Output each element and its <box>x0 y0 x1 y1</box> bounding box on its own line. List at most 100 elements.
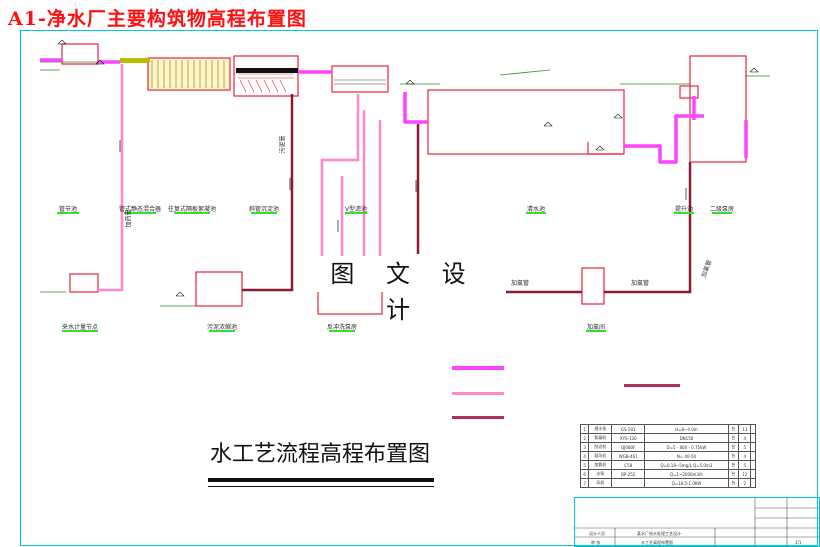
equipment-cell: DN150 <box>644 433 729 443</box>
subtitle-underline <box>208 478 434 482</box>
reviewer-label: 审 核 <box>591 540 601 545</box>
equipment-cell: 絮凝机 <box>588 433 613 443</box>
label-flocculation-tank: 往复式隔板絮凝池 <box>167 206 217 213</box>
distribution-well <box>61 43 99 65</box>
level-mark <box>57 212 79 214</box>
equipment-cell: 水泵 <box>588 469 613 479</box>
label-sedimentation-tank: 斜管沉淀池 <box>248 206 280 213</box>
v-filter <box>331 65 389 93</box>
pipe-label: 污泥管 <box>279 135 287 154</box>
label-pump-station: 二级泵房 <box>709 206 735 213</box>
level-mark <box>586 330 606 332</box>
designer-label: 设计人员 <box>589 531 605 536</box>
level-mark <box>174 212 210 214</box>
level-mark <box>329 330 355 332</box>
level-mark <box>124 212 156 214</box>
lift-well <box>679 85 699 99</box>
watermark: 图 文 设 计 <box>316 256 492 324</box>
pipe-label: 加氯管 <box>510 280 530 287</box>
drawing-title: A1-净水厂主要构筑物高程布置图 <box>8 8 307 30</box>
equipment-cell: GS-501 <box>611 424 646 434</box>
equipment-cell: 4 <box>738 433 752 443</box>
equipment-cell: 台 <box>727 460 740 470</box>
label-backwash-pump-room: 反冲洗泵房 <box>326 324 358 331</box>
equipment-cell <box>750 442 756 452</box>
flocculation-tank <box>147 57 231 91</box>
level-mark <box>209 330 235 332</box>
sheet-number: 1/1 <box>795 540 802 545</box>
label-chlorination-house: 加氯间 <box>586 324 606 331</box>
clear-water-tank <box>427 89 625 155</box>
equipment-cell: Q=1~2000m3/h <box>644 469 729 479</box>
water-main-pipes <box>40 58 748 164</box>
drawing-subtitle: 水工艺流程高程布置图 <box>210 442 431 467</box>
equipment-cell: 7 <box>579 478 590 488</box>
pipe-label: 加氯管 <box>630 280 650 287</box>
equipment-cell <box>750 451 756 461</box>
sludge-tank <box>195 271 243 307</box>
equipment-cell: 1 <box>579 424 590 434</box>
label-lift-well: 提升池 <box>674 206 694 213</box>
equipment-cell: 风机 <box>588 478 613 488</box>
structures <box>61 43 747 315</box>
legend-light-pipe <box>452 392 504 395</box>
label-static-mixer: 管式静态混合器 <box>118 206 162 213</box>
label-v-filter: V型滤池 <box>344 206 368 213</box>
equipment-cell: Q=0.18~5mg/L Q=5.0m3 <box>644 460 729 470</box>
equipment-cell <box>611 478 646 488</box>
equipment-cell: 鼓风机 <box>588 451 613 461</box>
equipment-cell: 5 <box>738 460 752 470</box>
label-sludge-tank: 污泥浓缩池 <box>206 324 238 331</box>
pump-station <box>689 55 747 163</box>
equipment-cell: Q=18.5-1.0KW <box>644 478 729 488</box>
legend-water-pipe <box>452 366 504 370</box>
equipment-cell: 2 <box>579 433 590 443</box>
equipment-cell: 4 <box>738 451 752 461</box>
equipment-cell: 台 <box>727 442 740 452</box>
elevation-markers <box>57 39 759 297</box>
equipment-cell: 刮泥机 <box>588 442 613 452</box>
equipment-cell: 台 <box>727 424 740 434</box>
title-block: 设计人员 某水厂给水处理工艺设计 审 核 水工艺高程布置图 1/1 <box>574 497 820 547</box>
equipment-cell: XYS-130 <box>611 433 646 443</box>
level-mark <box>674 212 694 214</box>
equipment-cell <box>750 469 756 479</box>
equipment-cell: H=8~4.0m <box>644 424 729 434</box>
equipment-cell <box>750 478 756 488</box>
level-mark <box>712 212 732 214</box>
equipment-cell: 2 <box>738 478 752 488</box>
equipment-cell: 台 <box>727 433 740 443</box>
metering-chamber <box>69 273 99 293</box>
equipment-cell: N= 40-50 <box>644 451 729 461</box>
equipment-cell: QJ080F <box>611 442 646 452</box>
equipment-cell: 加氯机 <box>588 460 613 470</box>
equipment-cell: 潜水泵 <box>588 424 613 434</box>
equipment-cell: D=5 - 800 - 0.75kW <box>644 442 729 452</box>
equipment-cell: 台 <box>727 478 740 488</box>
equipment-cell <box>750 433 756 443</box>
light-pipes <box>98 64 382 292</box>
level-mark <box>62 330 98 332</box>
flow-arrows <box>119 140 687 232</box>
level-mark <box>526 212 546 214</box>
filter-media <box>334 79 386 85</box>
equipment-cell: 5 <box>579 460 590 470</box>
level-mark <box>345 212 367 214</box>
equipment-cell <box>750 424 756 434</box>
drawing-frame <box>20 30 818 546</box>
title-block-grid <box>575 498 819 546</box>
equipment-cell: 5 <box>738 442 752 452</box>
equipment-cell <box>750 460 756 470</box>
label-metering-chamber: 来水计量节点 <box>61 324 99 331</box>
project-name: 某水厂给水处理工艺设计 <box>637 531 681 536</box>
equipment-cell: 6 <box>579 469 590 479</box>
equipment-cell: 台 <box>727 469 740 479</box>
